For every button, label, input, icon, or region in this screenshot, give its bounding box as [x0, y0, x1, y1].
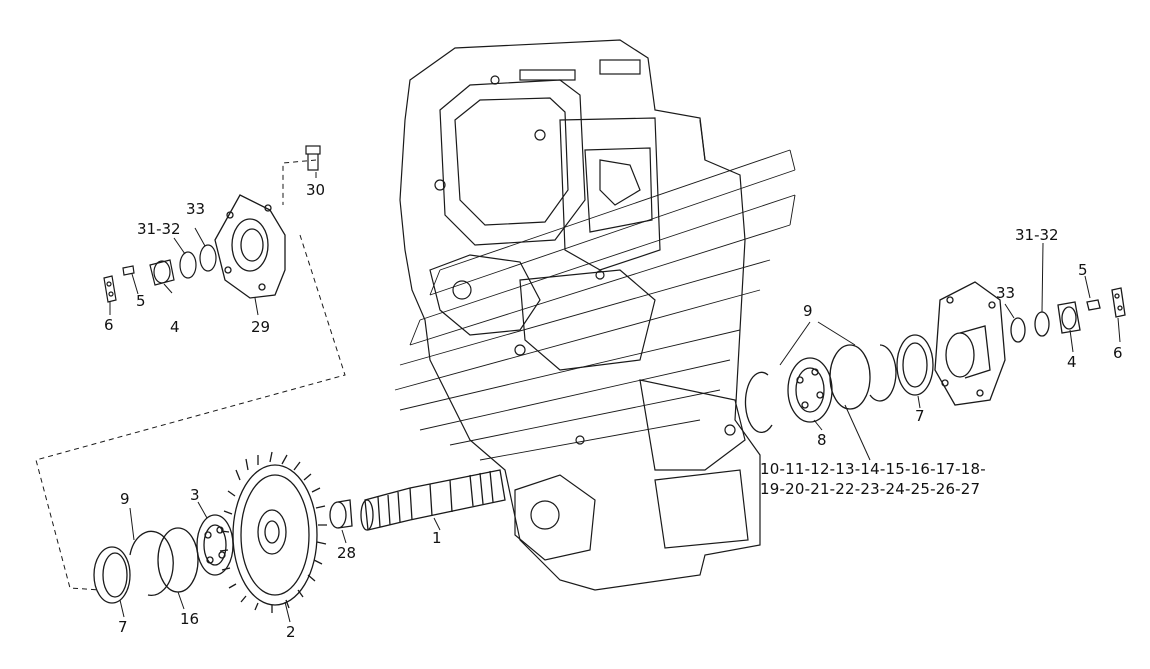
label-2: 2 [286, 623, 296, 641]
label-9-left: 9 [120, 490, 130, 508]
assembly-dashed-leader [35, 159, 346, 591]
label-8: 8 [817, 431, 827, 449]
label-5-right: 5 [1078, 261, 1088, 279]
label-7-right: 7 [915, 407, 925, 425]
label-30: 30 [306, 181, 325, 199]
ring-part-28 [329, 499, 353, 529]
right-side-parts [744, 281, 1126, 434]
flange-part-29 [214, 194, 286, 299]
label-31-32-right: 31-32 [1015, 226, 1059, 244]
label-9-right: 9 [803, 302, 813, 320]
gear-part-2 [219, 451, 327, 613]
label-1: 1 [432, 529, 442, 547]
label-3: 3 [190, 486, 200, 504]
part-labels: 30 33 31-32 5 6 4 29 9 3 7 16 2 28 1 9 8… [104, 181, 1123, 641]
section-hatch-lines [394, 149, 796, 461]
lower-left-parts [93, 514, 234, 604]
label-16: 16 [180, 610, 199, 628]
label-33-left: 33 [186, 200, 205, 218]
label-4-right: 4 [1067, 353, 1077, 371]
label-29: 29 [251, 318, 270, 336]
label-33-right: 33 [996, 284, 1015, 302]
shaft-part-1 [360, 469, 506, 531]
bolt-part-30 [305, 145, 321, 171]
label-7-left: 7 [118, 618, 128, 636]
transmission-housing [399, 39, 761, 591]
label-5-left: 5 [136, 292, 146, 310]
sequence-line-1: 10-11-12-13-14-15-16-17-18- [760, 460, 986, 478]
label-4-left: 4 [170, 318, 180, 336]
label-28: 28 [337, 544, 356, 562]
label-leader-lines [109, 172, 1121, 623]
left-small-parts [103, 244, 217, 303]
label-31-32-left: 31-32 [137, 220, 181, 238]
sequence-line-2: 19-20-21-22-23-24-25-26-27 [760, 480, 980, 498]
label-6-right: 6 [1113, 344, 1123, 362]
label-6-left: 6 [104, 316, 114, 334]
